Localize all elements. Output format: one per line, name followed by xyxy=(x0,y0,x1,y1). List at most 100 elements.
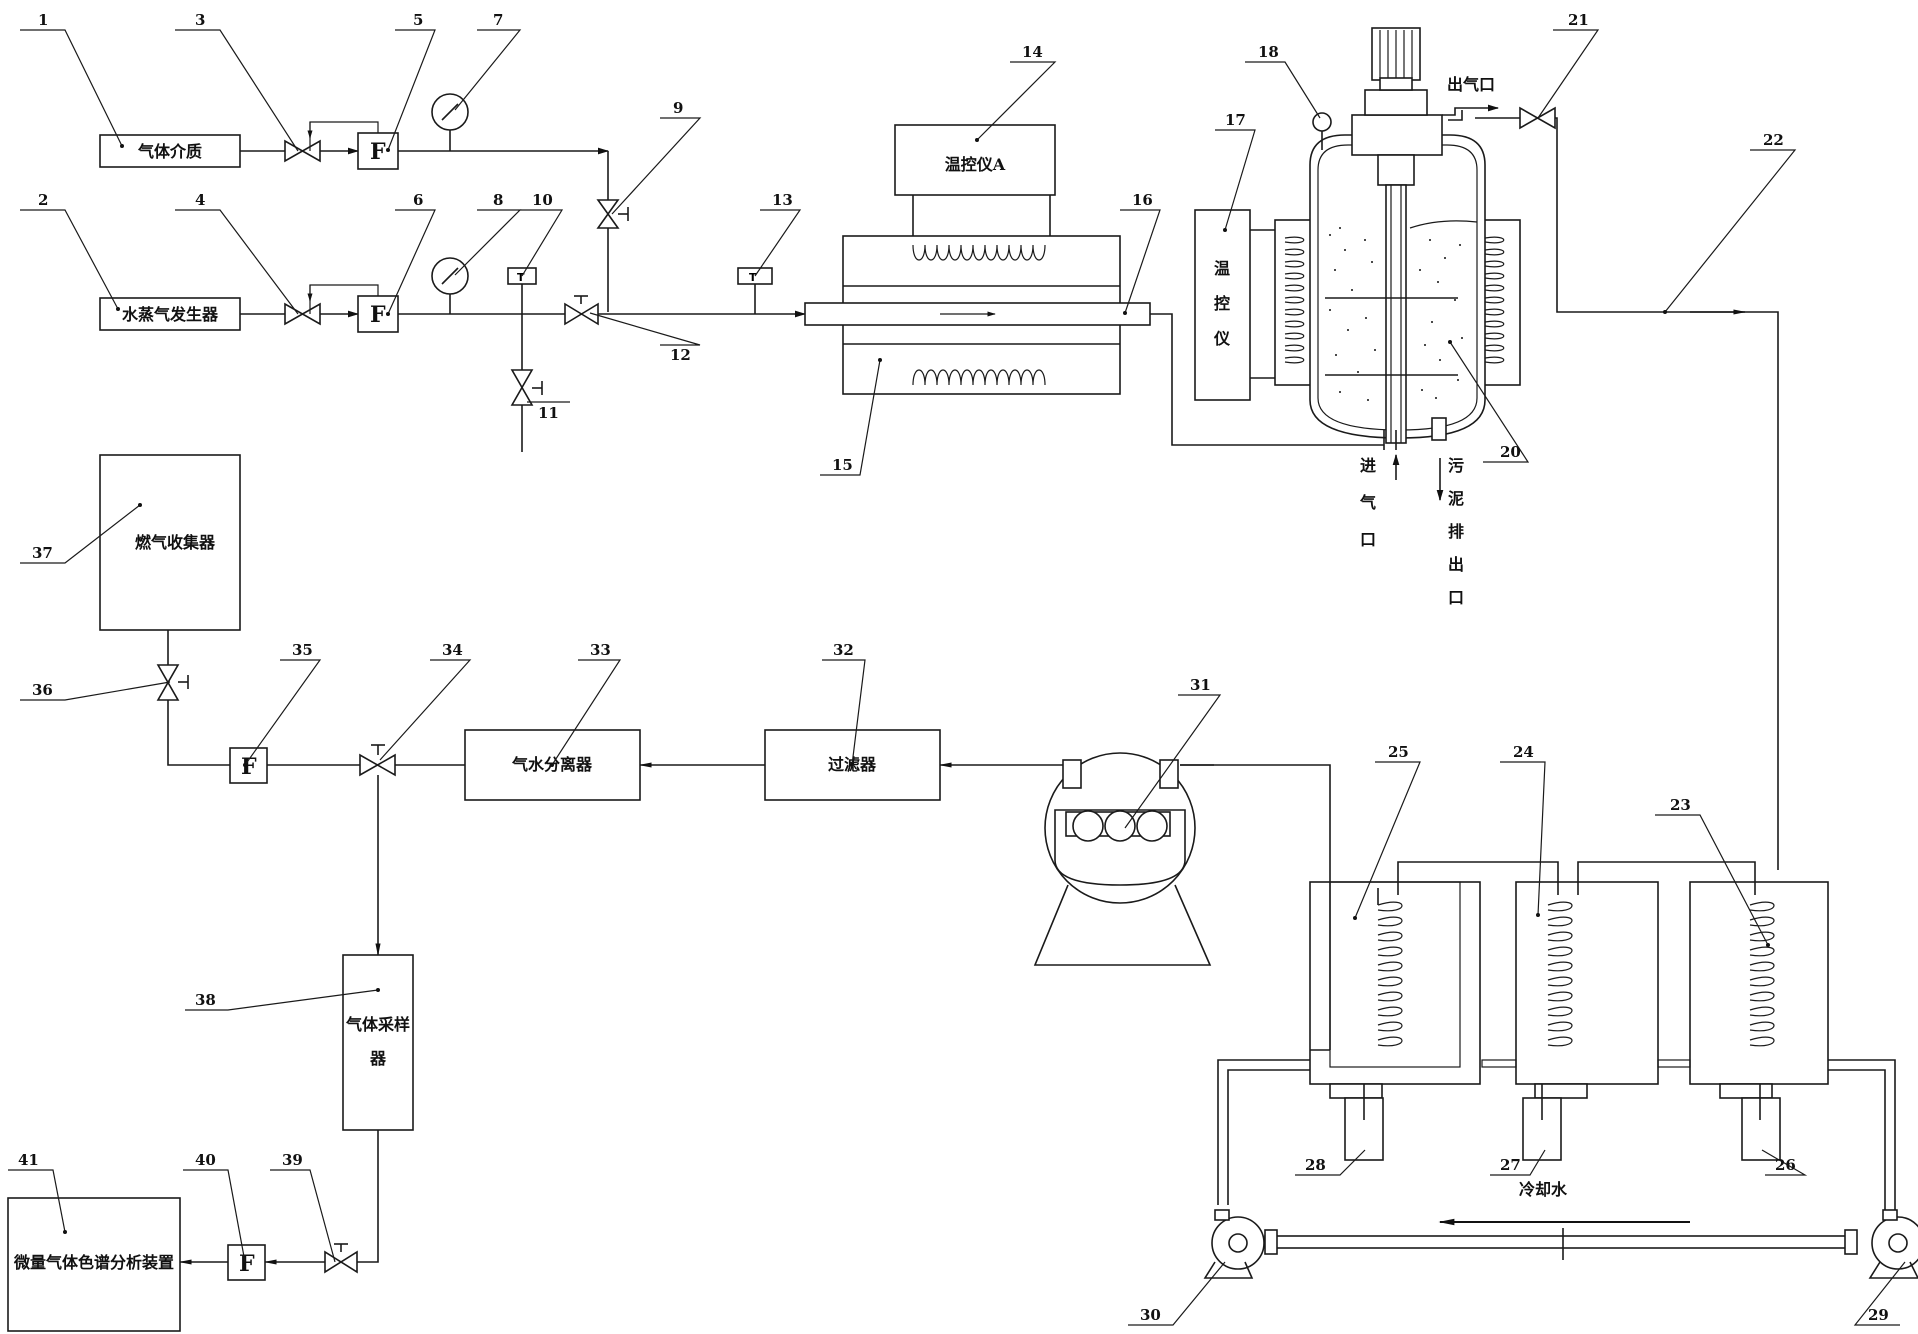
callout-29: 29 xyxy=(1868,1306,1889,1324)
temp-controller-17 xyxy=(1194,209,1251,401)
callout-18: 18 xyxy=(1258,43,1279,61)
fuel-gas-collector-label: 燃气收集器 xyxy=(135,533,216,552)
temp-controller-a-label: 温控仪A xyxy=(944,155,1006,174)
gas-inlet-char-1: 进 xyxy=(1360,456,1376,475)
gas-inlet-char-3: 口 xyxy=(1360,530,1376,549)
callout-1: 1 xyxy=(38,11,48,29)
callout-21: 21 xyxy=(1568,11,1589,29)
gas-sampler-38 xyxy=(342,954,414,1131)
temp-controller-char-3: 仪 xyxy=(1213,329,1231,348)
callout-3: 3 xyxy=(195,11,205,29)
callout-33: 33 xyxy=(590,641,611,659)
flowmeter-6-label: F xyxy=(370,302,386,328)
callout-14: 14 xyxy=(1022,43,1043,61)
svg-text:T: T xyxy=(517,271,525,284)
callout-17: 17 xyxy=(1225,111,1246,129)
gas-outlet-label: 出气口 xyxy=(1447,75,1495,94)
callout-8: 8 xyxy=(493,191,503,209)
callout-34: 34 xyxy=(442,641,463,659)
cooling-pipe xyxy=(1264,1235,1856,1249)
gas-sampler-label-2: 器 xyxy=(369,1049,387,1068)
callout-15: 15 xyxy=(832,456,853,474)
temp-controller-char-2: 控 xyxy=(1214,294,1230,313)
callout-11: 11 xyxy=(538,404,559,422)
callout-27: 27 xyxy=(1500,1156,1521,1174)
pressure-gauge-18 xyxy=(1312,112,1332,132)
callout-37: 37 xyxy=(32,544,53,562)
callout-2: 2 xyxy=(38,191,48,209)
callout-leaders xyxy=(8,29,1906,1326)
stirrer-mount xyxy=(1351,114,1443,156)
callout-40: 40 xyxy=(195,1151,216,1169)
callout-6: 6 xyxy=(413,191,423,209)
leader-dots xyxy=(63,138,1770,1234)
callout-10: 10 xyxy=(532,191,553,209)
callout-31: 31 xyxy=(1190,676,1211,694)
sludge-outlet-char-2: 泥 xyxy=(1448,489,1464,508)
steam-generator-box xyxy=(99,297,241,331)
callout-39: 39 xyxy=(282,1151,303,1169)
callout-23: 23 xyxy=(1670,796,1691,814)
callout-9: 9 xyxy=(673,99,683,117)
callout-24: 24 xyxy=(1513,743,1534,761)
gc-analyzer-label: 微量气体色谱分析装置 xyxy=(13,1253,174,1272)
condenser-25 xyxy=(1309,881,1481,1161)
valve-39 xyxy=(324,1243,358,1274)
valve-21 xyxy=(1519,106,1556,130)
callout-16: 16 xyxy=(1132,191,1153,209)
sludge-outlet-char-1: 污 xyxy=(1448,456,1464,475)
callout-25: 25 xyxy=(1388,743,1409,761)
flowmeter-40-label: F xyxy=(239,1251,255,1277)
gas-medium-box xyxy=(99,134,241,168)
valve-9 xyxy=(596,199,629,229)
heater-coil-left xyxy=(1284,236,1305,364)
callout-36: 36 xyxy=(32,681,53,699)
callout-numbers: 1 2 3 4 5 6 7 8 9 10 11 12 13 14 15 16 1… xyxy=(18,11,1889,1324)
cooling-water-label: 冷却水 xyxy=(1519,1180,1568,1199)
flowmeter-5-label: F xyxy=(370,139,386,165)
steam-generator-label: 水蒸气发生器 xyxy=(122,305,219,324)
callout-35: 35 xyxy=(292,641,313,659)
callout-12: 12 xyxy=(670,346,691,364)
sludge-outlet-char-5: 口 xyxy=(1448,588,1464,607)
svg-text:T: T xyxy=(749,271,757,284)
three-way-valve-34 xyxy=(359,744,396,777)
callout-28: 28 xyxy=(1305,1156,1326,1174)
valve-4 xyxy=(284,302,321,326)
gas-sampler-label-1: 气体采样 xyxy=(345,1015,410,1034)
temp-controller-char-1: 温 xyxy=(1213,259,1230,278)
vacuum-pump-31 xyxy=(1033,752,1212,966)
condenser-24 xyxy=(1515,881,1659,1161)
callout-22: 22 xyxy=(1763,131,1784,149)
valve-11 xyxy=(510,369,543,406)
callout-32: 32 xyxy=(833,641,854,659)
callout-41: 41 xyxy=(18,1151,39,1169)
callout-13: 13 xyxy=(772,191,793,209)
callout-38: 38 xyxy=(195,991,216,1009)
heater-coil-right xyxy=(1484,236,1505,364)
callout-30: 30 xyxy=(1140,1306,1161,1324)
sludge-outlet-char-4: 出 xyxy=(1448,555,1464,574)
callout-20: 20 xyxy=(1500,443,1521,461)
sludge-particles xyxy=(1329,227,1463,401)
stirrer-shaft xyxy=(1385,184,1407,444)
valve-3 xyxy=(284,139,321,163)
condenser-23 xyxy=(1689,881,1829,1161)
fuel-gas-collector-37 xyxy=(99,454,241,631)
flowmeter-35-label: F xyxy=(241,754,257,780)
pump-29 xyxy=(1868,1209,1918,1279)
valve-12 xyxy=(564,295,599,326)
callout-7: 7 xyxy=(493,11,503,29)
temp-controller-a-box xyxy=(894,124,1056,196)
gas-inlet-char-2: 气 xyxy=(1359,493,1376,512)
sludge-outlet-char-3: 排 xyxy=(1448,522,1464,541)
callout-5: 5 xyxy=(413,11,423,29)
flowmeter-35 xyxy=(229,747,268,784)
callout-4: 4 xyxy=(195,191,205,209)
gas-medium-label: 气体介质 xyxy=(137,142,202,161)
condenser-coils xyxy=(1377,901,1775,1047)
callout-26: 26 xyxy=(1775,1156,1796,1174)
valve-36 xyxy=(156,664,189,701)
